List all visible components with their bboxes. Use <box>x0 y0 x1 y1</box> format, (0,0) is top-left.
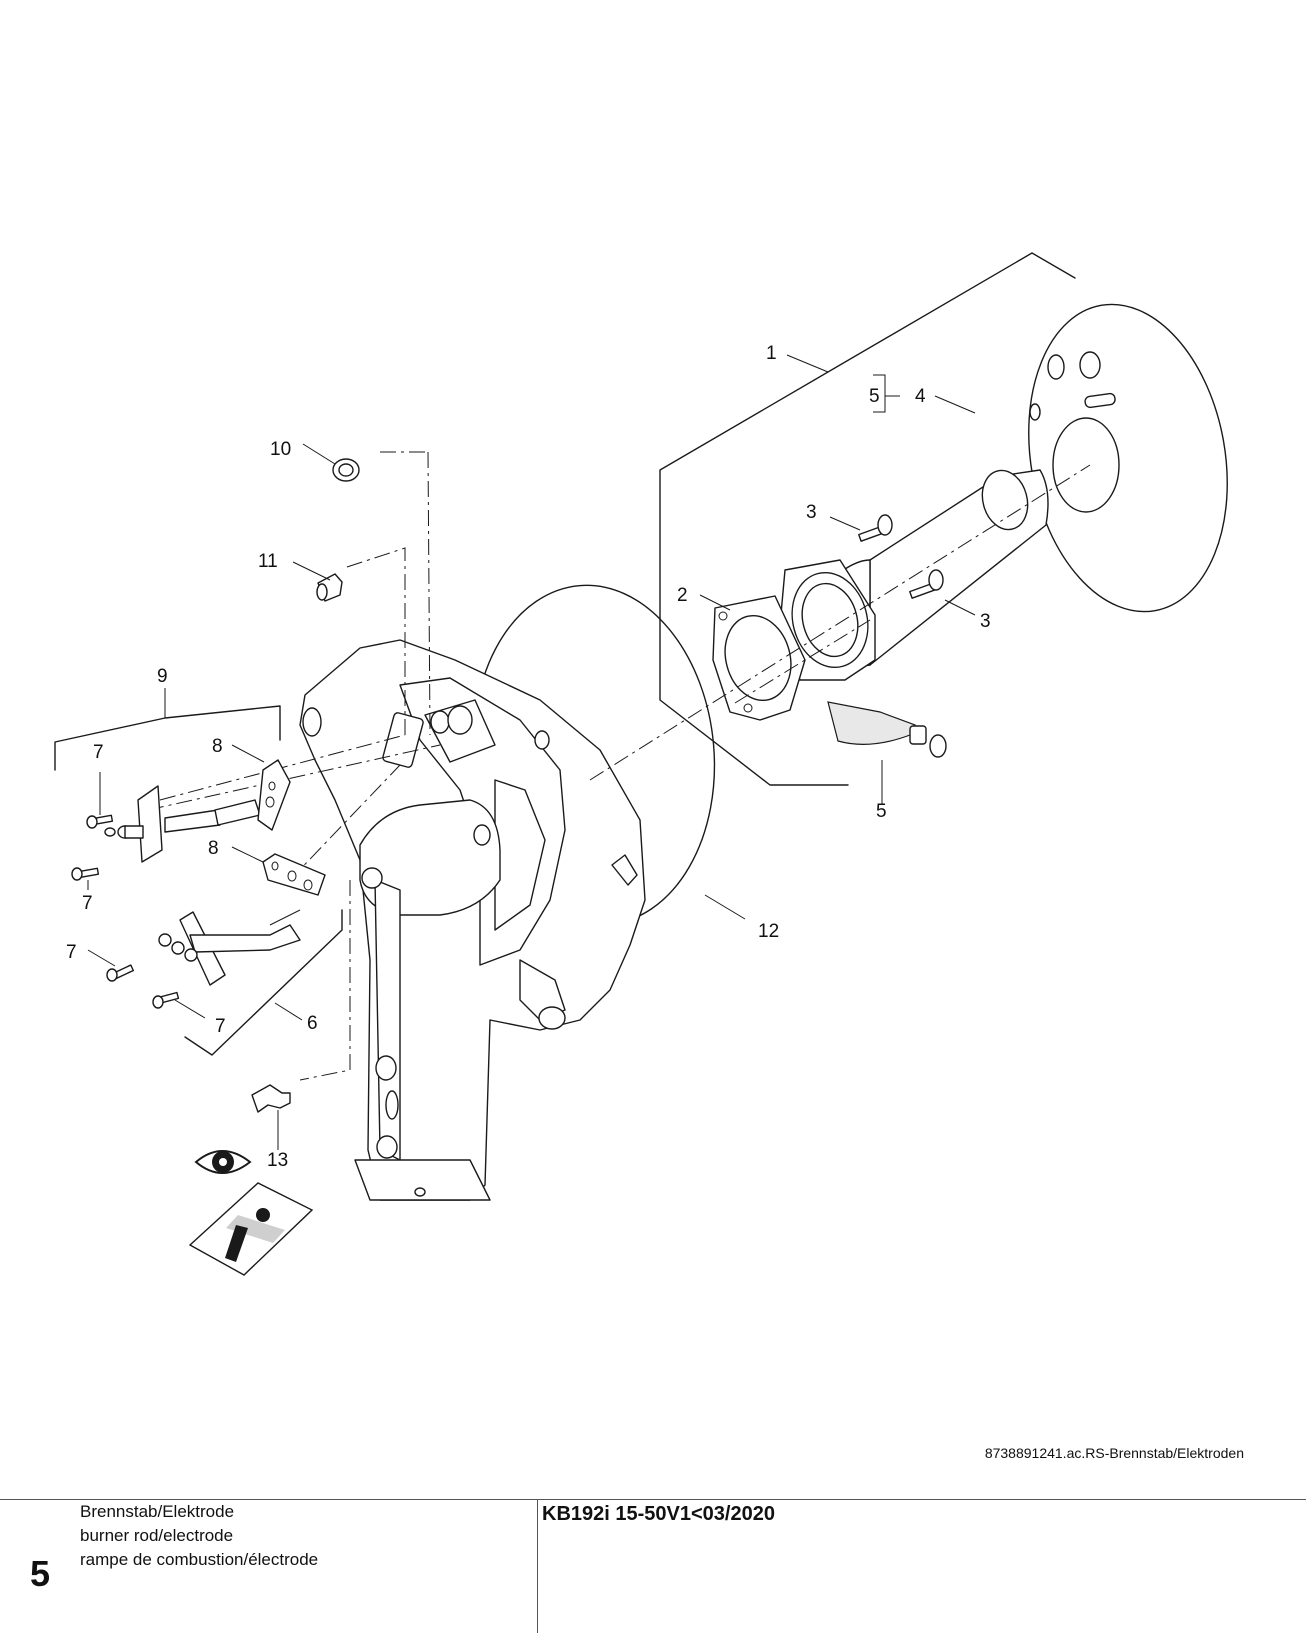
sensor-part-13 <box>251 1084 291 1150</box>
callout-3-top: 3 <box>806 502 817 523</box>
eye-icon <box>194 1150 252 1174</box>
assembly-axis-lines <box>147 451 1091 1081</box>
callout-11: 11 <box>258 551 278 572</box>
callout-7-d: 7 <box>215 1016 226 1037</box>
callout-7-b: 7 <box>82 893 93 914</box>
screw-part-7-b <box>71 867 100 890</box>
callout-labels: 1 5 4 10 3 11 2 3 9 7 8 5 8 7 12 7 6 7 1… <box>66 343 991 1171</box>
gasket-part-8-top <box>231 744 291 831</box>
screw-part-3-top <box>858 514 893 542</box>
bracket-part-1 <box>659 252 1076 786</box>
footer-divider <box>537 1499 538 1633</box>
screw-part-7-c <box>87 949 135 982</box>
tube-flange <box>779 559 876 681</box>
leader-lines <box>699 516 976 616</box>
gasket-part-8-bottom <box>231 846 326 896</box>
callout-9: 9 <box>157 666 168 687</box>
description-german: Brennstab/Elektrode <box>80 1502 235 1521</box>
ignition-electrode-top <box>104 785 261 863</box>
bracket-part-9 <box>54 688 281 771</box>
bracket-part-5-4 <box>873 374 976 414</box>
callout-12: 12 <box>758 921 779 942</box>
callout-7-a: 7 <box>93 742 104 763</box>
ionisation-electrode-bottom <box>158 909 301 986</box>
drawing-reference-code: 8738891241.ac.RS-Brennstab/Elektroden <box>984 1445 1244 1461</box>
callout-5-bracket: 5 <box>869 386 880 407</box>
burner-plate-part-4 <box>819 303 1228 667</box>
page-number: 5 <box>30 1553 51 1594</box>
callout-7-c: 7 <box>66 942 77 963</box>
model-designation: KB192i 15-50V1<03/2020 <box>542 1503 775 1525</box>
screw-part-7-a <box>86 772 114 829</box>
gasket-part-2 <box>712 595 806 721</box>
callout-1: 1 <box>766 343 777 364</box>
info-manual-icon <box>188 1182 314 1276</box>
callout-8-top: 8 <box>212 736 223 757</box>
burner-housing <box>299 639 646 1201</box>
screw-part-7-d <box>152 991 206 1019</box>
description-english: burner rod/electrode <box>80 1526 234 1545</box>
callout-13: 13 <box>267 1150 288 1171</box>
description-french: rampe de combustion/électrode <box>80 1550 319 1569</box>
paste-tube-part-5 <box>827 701 947 805</box>
footer-rule <box>0 1499 1306 1500</box>
callout-8-bottom: 8 <box>208 838 219 859</box>
bracket-part-6 <box>184 909 343 1056</box>
callout-10: 10 <box>270 439 291 460</box>
nozzle-part-11 <box>292 561 343 602</box>
callout-4: 4 <box>915 386 926 407</box>
screw-part-3-bottom <box>909 569 944 599</box>
callout-6: 6 <box>307 1013 318 1034</box>
callout-3-bottom: 3 <box>980 611 991 632</box>
screw-connector-part-10 <box>302 443 360 482</box>
callout-5-paste: 5 <box>876 801 887 822</box>
callout-2: 2 <box>677 585 688 606</box>
